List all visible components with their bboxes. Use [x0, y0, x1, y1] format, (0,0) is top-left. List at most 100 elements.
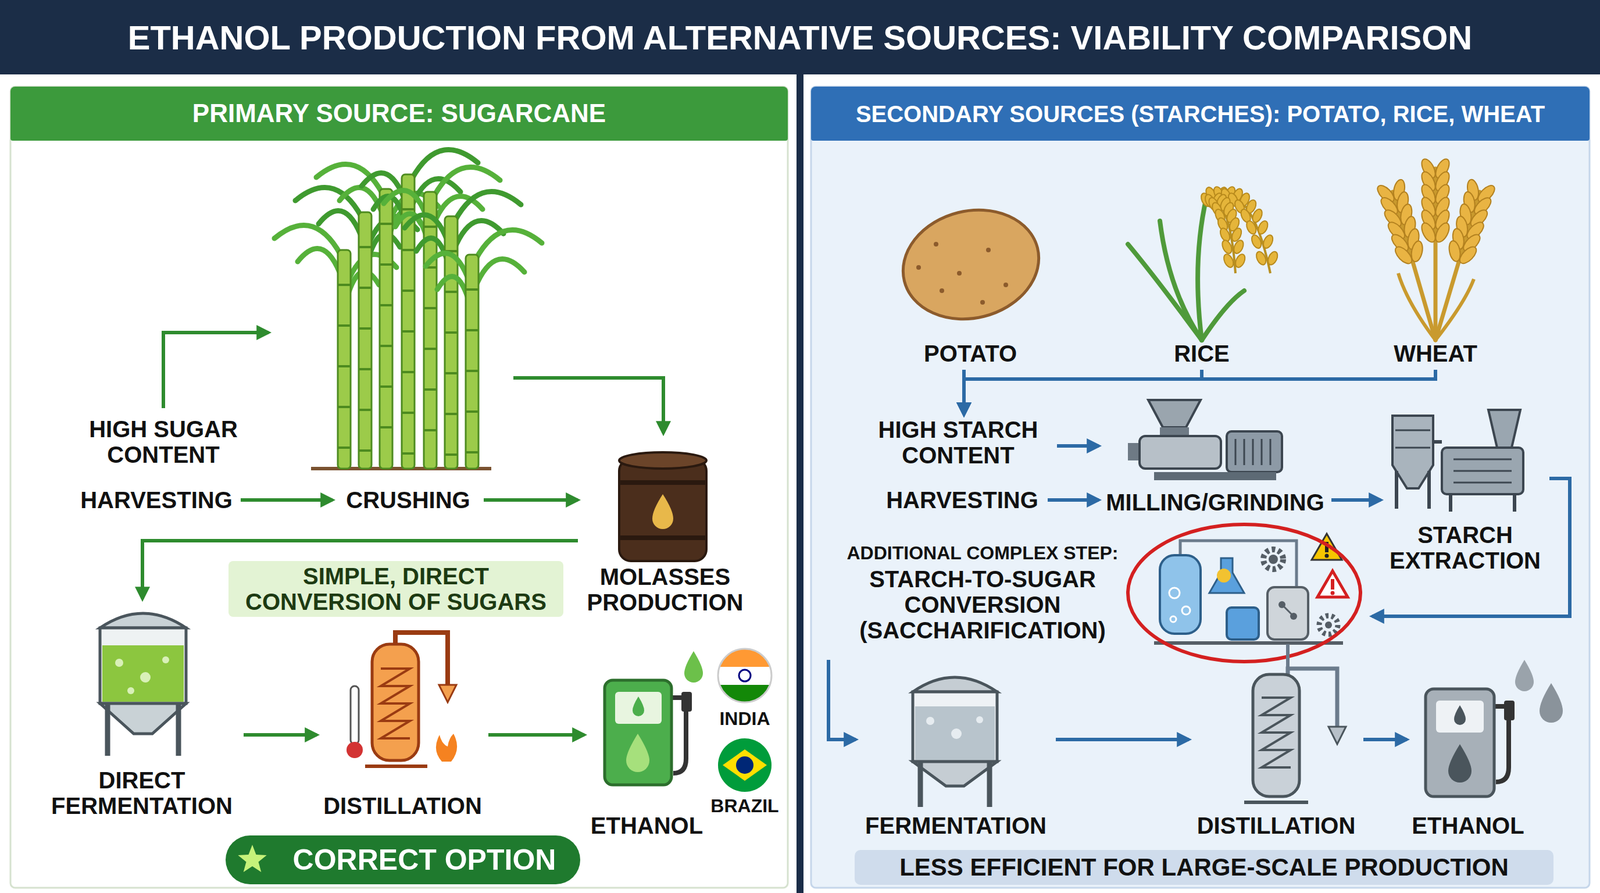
sugarcane-plant	[379, 222, 393, 225]
molasses-barrel	[620, 482, 706, 538]
step-label: ETHANOL	[1411, 812, 1524, 839]
sugarcane-plant	[379, 426, 393, 429]
sugarcane-plant	[430, 167, 500, 205]
fuel-pump	[1515, 659, 1534, 692]
fuel-pump	[626, 733, 650, 773]
step-box: RICE	[1137, 337, 1266, 370]
distillation-column	[1252, 674, 1300, 797]
rice-plant	[1266, 250, 1280, 267]
wheat-plant	[1374, 156, 1498, 341]
sugarcane-plant	[358, 408, 372, 412]
fermentation-tank	[912, 761, 998, 787]
step-box: HARVESTING	[72, 483, 241, 517]
india-flag	[738, 669, 751, 682]
sugarcane-plant	[465, 254, 479, 469]
sugarcane-plant	[465, 288, 479, 291]
flow-arrow	[240, 498, 333, 502]
flow-arrow	[1056, 444, 1099, 448]
flow-arrow	[163, 332, 269, 409]
flow-arrow	[963, 369, 1202, 415]
sugarcane-plant	[358, 212, 372, 469]
step-box: HIGH STARCH CONTENT	[859, 414, 1057, 471]
distillation-column	[365, 764, 428, 769]
fuel-pump	[1436, 700, 1484, 733]
distillation-column	[438, 684, 457, 703]
sugarcane-plant	[358, 245, 372, 249]
saccharification-equipment	[1330, 579, 1335, 590]
flow-arrow	[483, 498, 578, 502]
fuel-pump	[1425, 659, 1563, 797]
brazil-flag	[718, 738, 772, 792]
rice-plant	[1250, 233, 1264, 250]
fermentation-tank	[162, 656, 170, 664]
sugarcane-plant	[316, 164, 387, 202]
sugarcane-plant	[401, 452, 415, 455]
step-box: POTATO	[900, 337, 1041, 370]
distillation-column	[372, 644, 419, 761]
india-flag	[715, 647, 775, 705]
step-box: MOLASSES PRODUCTION	[577, 450, 753, 618]
fuel-pump	[632, 696, 645, 717]
fuel-pump	[681, 691, 692, 712]
panel-ground	[10, 86, 788, 888]
star-icon	[236, 843, 269, 877]
sugarcane-plant	[423, 388, 437, 391]
star-icon	[237, 844, 267, 873]
potato	[980, 300, 985, 305]
distillation-column	[380, 668, 410, 739]
sugarcane-plant	[465, 369, 479, 373]
sugarcane-plant	[423, 347, 437, 350]
step-label: ETHANOL	[590, 812, 703, 839]
potato	[956, 270, 962, 276]
brazil-flag	[718, 738, 772, 792]
step-box: HIGH SUGAR CONTENT	[64, 413, 263, 470]
sugarcane-plant	[444, 331, 458, 334]
rice-plant	[1222, 252, 1236, 270]
fermentation-tank	[100, 613, 187, 756]
saccharification-equipment	[1127, 524, 1361, 675]
india-flag	[715, 666, 775, 685]
fermentation-tank	[100, 613, 187, 628]
sugarcane-plant	[379, 344, 393, 348]
distillation-column	[436, 733, 457, 762]
molasses-barrel	[652, 494, 674, 530]
sugarcane-plant	[444, 372, 458, 375]
molasses-barrel	[619, 459, 707, 562]
step-label: RICE	[1173, 340, 1230, 367]
sugarcane-plant	[274, 225, 345, 263]
sugarcane-plant	[472, 230, 542, 267]
sugarcane-plant	[379, 304, 393, 307]
fermentation-tank	[912, 677, 998, 692]
saccharification-equipment	[1330, 591, 1335, 596]
rice-plant	[1220, 238, 1234, 256]
step-box: DIRECT FERMENTATION	[40, 598, 244, 821]
flow-arrow	[963, 369, 1436, 415]
starch-extractor	[1453, 459, 1512, 483]
fermentation-tank	[107, 704, 179, 756]
sugarcane-plant	[465, 451, 479, 454]
sugarcane-plant	[358, 449, 372, 452]
fermentation-tank	[102, 645, 184, 702]
flow-arrow	[1055, 737, 1189, 742]
flow-arrow	[1363, 737, 1407, 742]
fermentation-tank	[100, 703, 187, 734]
step-label: STARCH EXTRACTION	[1384, 522, 1546, 574]
india-flag	[715, 647, 775, 667]
rice-plant	[1206, 193, 1271, 274]
potato	[986, 247, 991, 253]
sugarcane-plant	[337, 405, 351, 409]
grinder	[1139, 436, 1221, 469]
potato	[1003, 282, 1009, 288]
step-label: STARCH-TO-SUGAR CONVERSION (SACCHARIFICA…	[825, 566, 1140, 644]
step-label: WHEAT	[1393, 340, 1478, 367]
starch-extractor	[1488, 409, 1521, 448]
saccharification-equipment	[1267, 587, 1309, 640]
sugarcane-plant	[295, 187, 366, 225]
potato	[891, 195, 1051, 334]
wheat-plant	[1433, 220, 1453, 245]
sugarcane-plant	[358, 327, 372, 330]
panel-heading: SECONDARY SOURCES (STARCHES): POTATO, RI…	[811, 86, 1590, 141]
title-bar	[0, 0, 1600, 75]
saccharification-equipment	[1319, 615, 1338, 635]
step-box: DISTILLATION	[1188, 654, 1364, 841]
